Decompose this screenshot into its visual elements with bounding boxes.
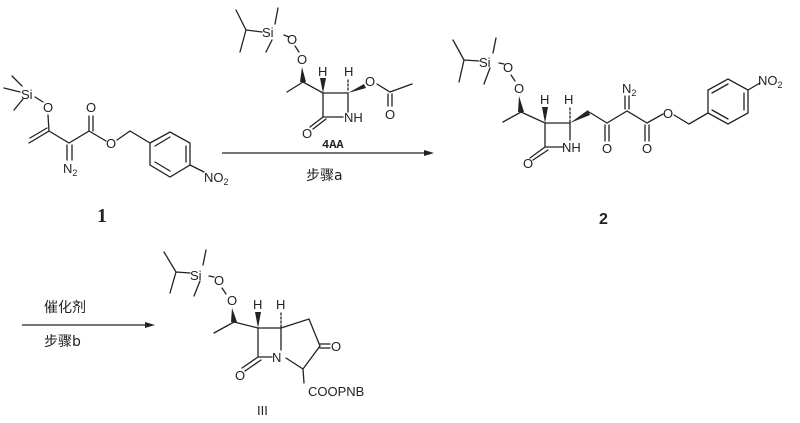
atom-o-carbonyl: O [86, 100, 96, 115]
reagent-4aa-label: 4AA [322, 138, 344, 152]
atom-n: N [272, 350, 281, 365]
atom-si: Si [21, 87, 33, 102]
reagent-4aa-structure: Si O O H H NH O O O [235, 7, 413, 141]
atom-o-ester: O [663, 106, 673, 121]
step-b-label: 步骤b [44, 334, 81, 350]
atom-o1: O [287, 32, 297, 47]
atom-o2: O [227, 293, 237, 308]
atom-o-ketone: O [331, 339, 341, 354]
catalyst-label: 催化剂 [44, 300, 86, 316]
atom-o-ketone: O [602, 141, 612, 156]
compound-iii-structure: Si O O H H N O O COOPNB [163, 249, 364, 399]
atom-o-lactam: O [302, 126, 312, 141]
ester-group: COOPNB [308, 384, 364, 399]
atom-h1: H [253, 297, 262, 312]
step-a-label: 步骤a [306, 168, 343, 184]
atom-o1: O [214, 273, 224, 288]
compound-1-structure: Si O N2 O O NO2 [3, 75, 229, 187]
atom-h2: H [344, 64, 353, 79]
atom-o-carbonyl: O [642, 141, 652, 156]
compound-1-label: 1 [97, 205, 107, 227]
atom-h2: H [276, 297, 285, 312]
compound-2-label: 2 [599, 211, 608, 228]
atom-h1: H [540, 92, 549, 107]
atom-h1: H [318, 64, 327, 79]
atom-o2: O [514, 81, 524, 96]
atom-o2: O [297, 52, 307, 67]
atom-no2: NO2 [204, 170, 229, 187]
atom-o-acetoxy: O [365, 74, 375, 89]
atom-nh: NH [562, 140, 581, 155]
atom-no2: NO2 [758, 73, 783, 90]
atom-n2: N2 [622, 81, 636, 98]
atom-si: Si [190, 268, 202, 283]
arrow-step-a [222, 150, 434, 156]
atom-o-ester: O [106, 136, 116, 151]
atom-o-acetyl: O [385, 107, 395, 122]
atom-o-lactam: O [235, 368, 245, 383]
atom-si: Si [262, 25, 274, 40]
atom-nh: NH [344, 110, 363, 125]
atom-si: Si [479, 55, 491, 70]
atom-o1: O [503, 60, 513, 75]
atom-o-lactam: O [523, 156, 533, 171]
atom-o: O [43, 100, 53, 115]
compound-iii-label: III [257, 403, 268, 418]
atom-n2: N2 [63, 161, 77, 178]
compound-2-structure: Si O O H H NH O O N2 O O NO2 [452, 37, 783, 171]
atom-h2: H [564, 92, 573, 107]
arrow-step-b [22, 322, 155, 328]
